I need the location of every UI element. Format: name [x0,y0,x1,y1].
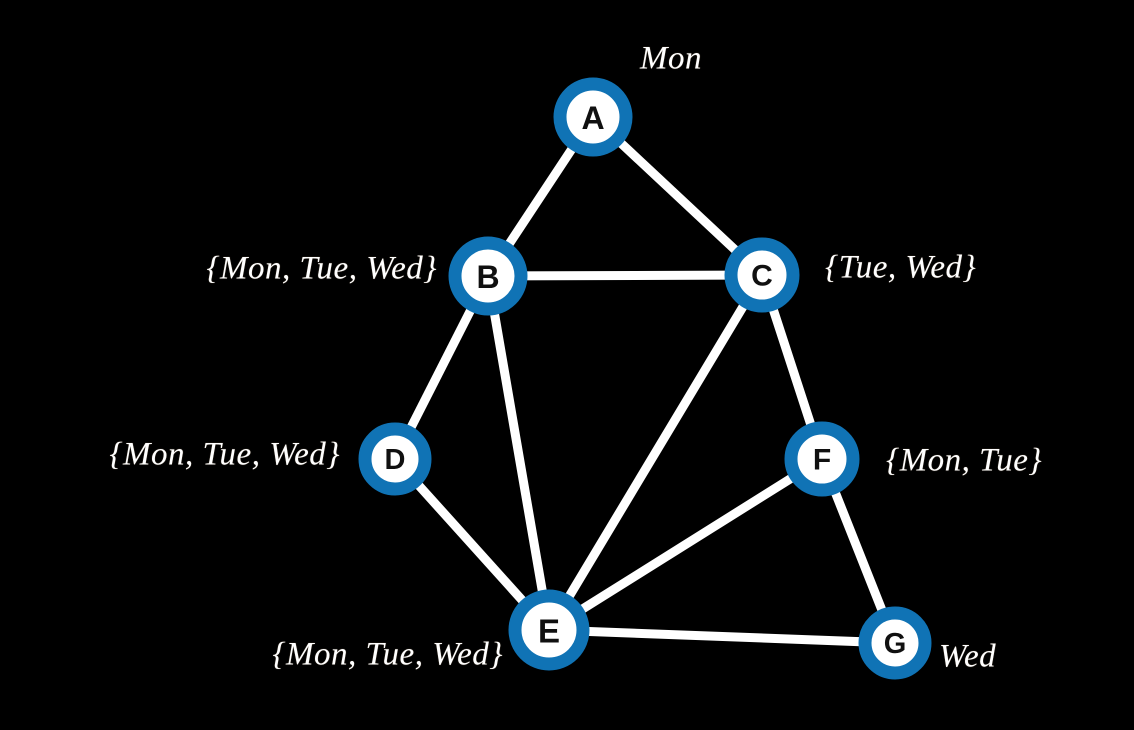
domain-label-d: {Mon, Tue, Wed} [109,436,340,473]
edge-e-g [544,625,900,648]
node-label-g: G [884,628,907,660]
node-label-c: C [751,260,773,293]
domain-label-f: {Mon, Tue} [886,442,1043,479]
node-f[interactable]: F [784,421,860,497]
nodes-layer: A B C D E F G [358,77,932,680]
node-d[interactable]: D [358,422,432,496]
node-circle-e [508,589,590,671]
node-a[interactable]: A [553,77,633,157]
edge-e-f [544,454,827,635]
node-circle-c [724,237,800,313]
domain-label-g: Wed [939,638,997,675]
node-e[interactable]: E [508,589,590,671]
node-circle-a [553,77,633,157]
node-circle-b [448,236,528,316]
node-label-e: E [538,613,560,650]
node-label-b: B [476,259,499,295]
edge-b-e [483,271,554,635]
domain-label-e: {Mon, Tue, Wed} [272,636,503,673]
node-label-d: D [385,444,406,476]
node-circle-f [784,421,860,497]
node-c[interactable]: C [724,237,800,313]
node-b[interactable]: B [448,236,528,316]
node-label-a: A [581,100,604,136]
edges-layer [390,112,900,648]
node-g[interactable]: G [858,606,932,680]
edge-c-e [544,270,767,635]
domain-label-b: {Mon, Tue, Wed} [206,250,437,287]
edge-b-c [483,270,767,281]
node-circle-d [358,422,432,496]
domain-label-c: {Tue, Wed} [825,249,977,286]
domain-label-a: Mon [640,40,702,77]
node-label-f: F [813,444,831,477]
node-circle-g [858,606,932,680]
